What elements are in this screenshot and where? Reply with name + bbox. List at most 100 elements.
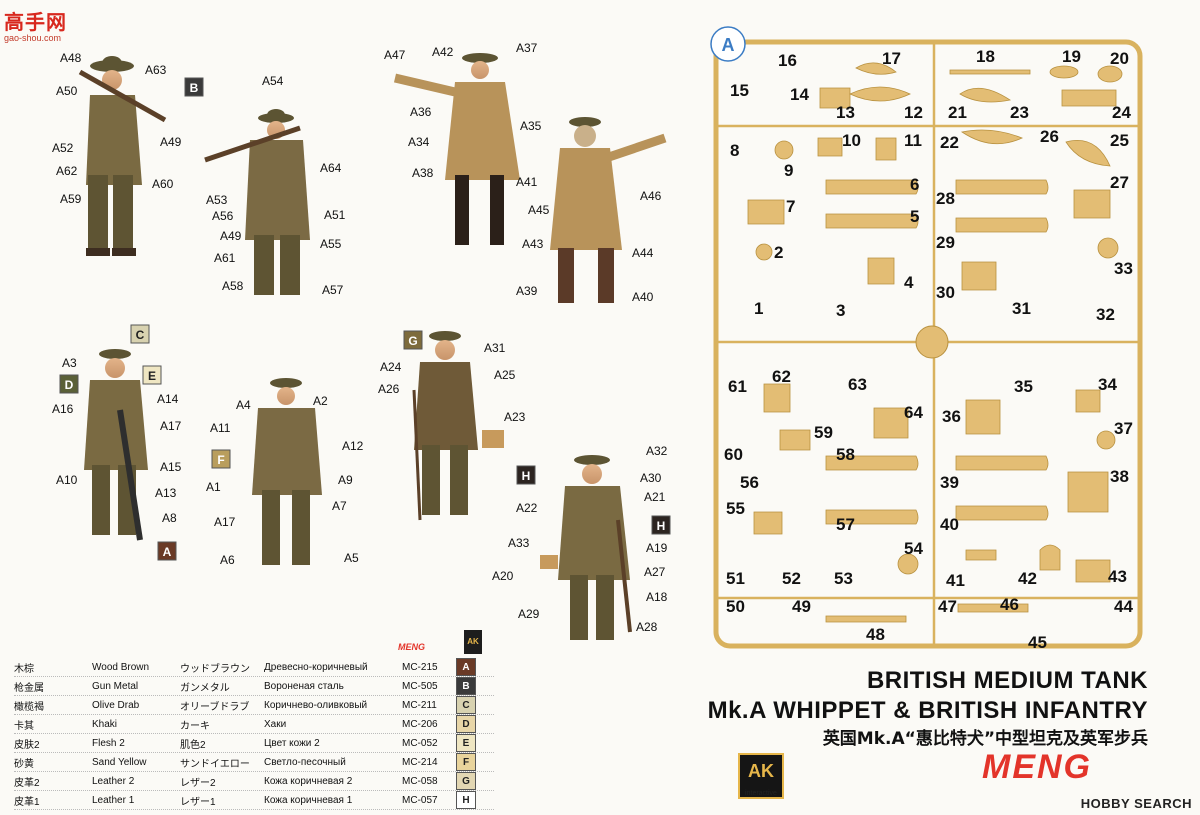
sprue-part-number: 52 [782,569,801,588]
part-callout: A40 [632,290,654,304]
paint-code: MC-058 [402,775,438,787]
sprue-part-number: 17 [882,49,901,68]
sprue-part-number: 12 [904,103,923,122]
sprue-part-number: 64 [904,403,923,422]
part-callout: A57 [322,283,344,297]
part-callout: A31 [484,341,506,355]
part-callout: A1 [206,480,221,494]
part-callout: A22 [516,501,538,515]
sprue-part-number: 35 [1014,377,1033,396]
sprue-part-number: 6 [910,175,919,194]
part-callout: A27 [644,565,666,579]
sprue-part-number: 55 [726,499,745,518]
part-callout: A23 [504,410,526,424]
paint-name-jp: レザー2 [180,777,216,789]
soldier-figure-2 [204,109,310,295]
paint-name-jp: サンドイエロー [180,758,250,770]
color-badge-letter: E [148,369,156,383]
paint-code: MC-505 [402,680,438,692]
paint-code: MC-215 [402,661,438,673]
sprue-part-number: 3 [836,301,845,320]
paint-name-jp: ウッドブラウン [180,663,250,675]
soldier-figure-6 [252,378,322,565]
color-badge-letter: C [136,328,145,342]
sprue-letter-badge [710,26,746,62]
sprue-part-number: 9 [784,161,793,180]
part-callout: A63 [145,63,167,77]
sprue-part-number: 31 [1012,299,1031,318]
sprue-part-number: 37 [1114,419,1133,438]
paint-swatch: B [456,677,476,695]
meng-logo: MENG [982,748,1092,786]
sprue-part-number: 10 [842,131,861,150]
part-callout: A24 [380,360,402,374]
sprue-part-number: 50 [726,597,745,616]
ak-logo: AK [738,753,784,799]
sprue-frame [713,39,1143,649]
part-callout: A61 [214,251,236,265]
part-callout: A4 [236,398,251,412]
part-callout: A39 [516,284,538,298]
sprue-part-number: 4 [904,273,914,292]
color-badge: D [59,374,79,394]
sprue-part-number: 58 [836,445,855,464]
color-badge: B [184,77,204,97]
part-callout: A3 [62,356,77,370]
paint-name-cn: 橄榄褐 [14,701,44,713]
paint-name-jp: カーキ [180,720,210,732]
color-badge-letter: H [657,519,666,533]
ak-sub-label: interactive [745,790,777,797]
sprue-part-number: 63 [848,375,867,394]
sprue-part-number: 1 [754,299,763,318]
sprue-part-number: 38 [1110,467,1129,486]
paint-name-en: Gun Metal [92,680,139,692]
part-callout: A42 [432,45,454,59]
part-callout: A17 [160,419,182,433]
sprue-part-number: 44 [1114,597,1133,616]
part-callout: A28 [636,620,658,634]
part-callout: A58 [222,279,244,293]
paint-code: MC-206 [402,718,438,730]
part-callout: A19 [646,541,668,555]
paint-name-cn: 卡其 [14,720,34,732]
part-callout: A26 [378,382,400,396]
sprue-part-number: 39 [940,473,959,492]
sprue-part-number: 47 [938,597,957,616]
sprue-part-number: 59 [814,423,833,442]
sprue-part-number: 25 [1110,131,1129,150]
sprue-part-number: 36 [942,407,961,426]
color-badge-letter: F [217,453,224,467]
soldier-figure-8 [540,455,632,640]
soldier-figure-1 [78,56,167,256]
sprue-letter: A [722,35,735,55]
paint-code: MC-057 [402,794,438,806]
paint-swatch: H [456,791,476,809]
sprue-part-number: 53 [834,569,853,588]
part-callout: A29 [518,607,540,621]
paint-swatch: C [456,696,476,714]
sprue-part-number: 43 [1108,567,1127,586]
color-badge: H [516,465,536,485]
sprue-part-number: 51 [726,569,745,588]
part-callout: A54 [262,74,284,88]
paint-name-ru: Коричнево-оливковый [264,699,368,711]
watermark-title: 高手网 [4,12,67,34]
paint-swatch: G [456,772,476,790]
sprue-part-number: 46 [1000,595,1019,614]
sprue-part-number: 23 [1010,103,1029,122]
part-callout: A47 [384,48,406,62]
sprue-part-number: 2 [774,243,783,262]
part-callout: A5 [344,551,359,565]
sprue-part-number: 30 [936,283,955,302]
part-callout: A10 [56,473,78,487]
color-badge: F [211,449,231,469]
sprue-part-number: 61 [728,377,747,396]
paint-name-en: Wood Brown [92,661,150,673]
part-callout: A15 [160,460,182,474]
paint-code: MC-052 [402,737,438,749]
